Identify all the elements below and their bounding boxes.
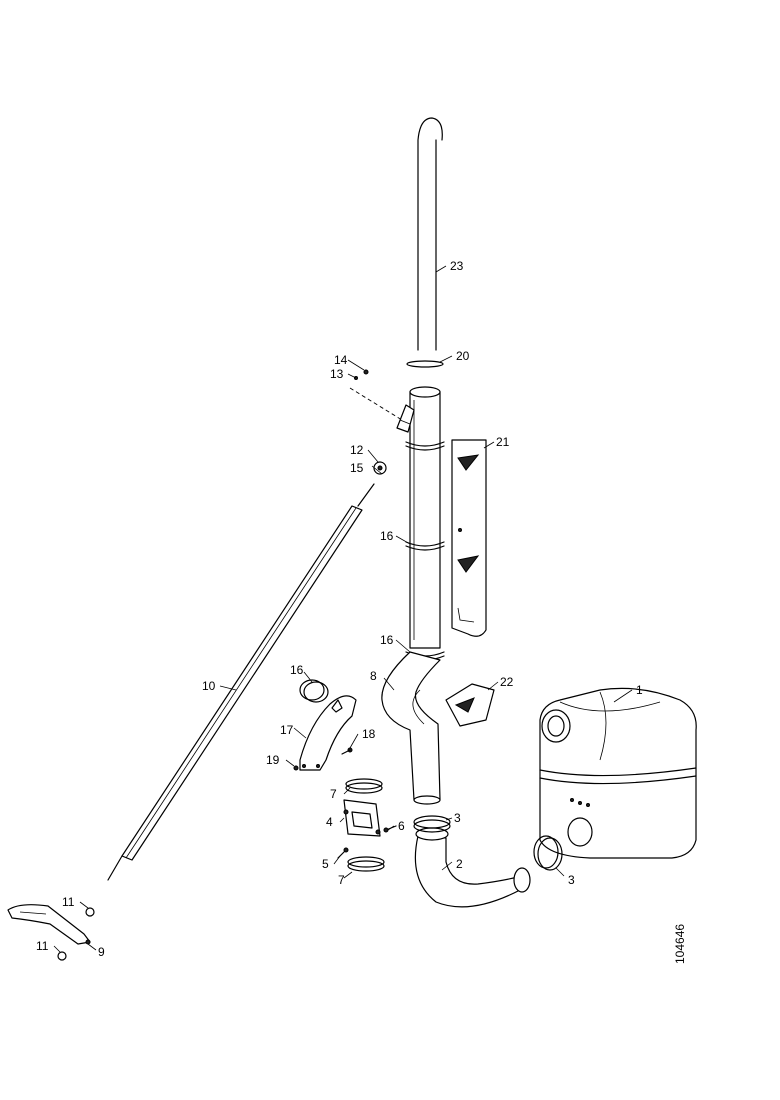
callout-19: 19 [266,753,280,767]
part-4-bracket-block [343,799,381,837]
part-7-clamp-lower [347,856,385,872]
part-18-bolt [341,747,353,755]
callout-12: 12 [350,443,364,457]
leader-lines [53,265,633,953]
callout-21: 21 [496,435,510,449]
callout-16-left: 16 [290,663,304,677]
part-21-heat-shield [451,439,487,637]
part-16-clamp-left [299,679,329,703]
callout-9: 9 [98,945,105,959]
part-3-clamp-lower [533,835,563,871]
callout-10: 10 [202,679,216,693]
callout-2: 2 [456,857,463,871]
part-top-bracket [396,404,415,433]
callout-16-lower: 16 [380,633,394,647]
callout-labels: 1 2 3 3 4 5 6 7 7 8 9 10 11 11 12 13 14 … [36,259,643,959]
part-23-rod [417,117,443,351]
part-11-nut-lower [57,951,67,961]
part-8-bent-pipe [381,651,441,805]
callout-4: 4 [326,815,333,829]
callout-5: 5 [322,857,329,871]
callout-13: 13 [330,367,344,381]
callout-6: 6 [398,819,405,833]
drawing-reference-number: 104646 [673,924,687,964]
part-7-clamp-upper [345,778,383,794]
part-19-nut [293,765,299,771]
callout-7-upper: 7 [330,787,337,801]
part-22-shield-plate [445,683,495,727]
callout-11-lower: 11 [36,939,49,953]
callout-22: 22 [500,675,514,689]
callout-14: 14 [334,353,348,367]
part-20-ring [406,360,444,368]
callout-7-lower: 7 [338,873,345,887]
part-9-foot-bracket [7,904,91,945]
part-stack-pipe [405,386,445,661]
part-2-front-pipe [414,827,531,908]
callout-23: 23 [450,259,464,273]
callout-8: 8 [370,669,377,683]
callout-20: 20 [456,349,470,363]
part-17-bracket [299,695,357,771]
callout-3-lower: 3 [568,873,575,887]
part-11-nut-upper [85,907,95,917]
callout-15: 15 [350,461,364,475]
callout-16-mid: 16 [380,529,394,543]
callout-1: 1 [636,683,643,697]
part-10-rod [107,483,375,881]
callout-17: 17 [280,723,294,737]
part-3-clamp-upper [413,815,451,833]
part-13-14-bolt-set [349,369,403,421]
part-1-muffler [539,687,697,859]
callout-18: 18 [362,727,376,741]
callout-11-upper: 11 [62,895,75,909]
callout-3-upper: 3 [454,811,461,825]
